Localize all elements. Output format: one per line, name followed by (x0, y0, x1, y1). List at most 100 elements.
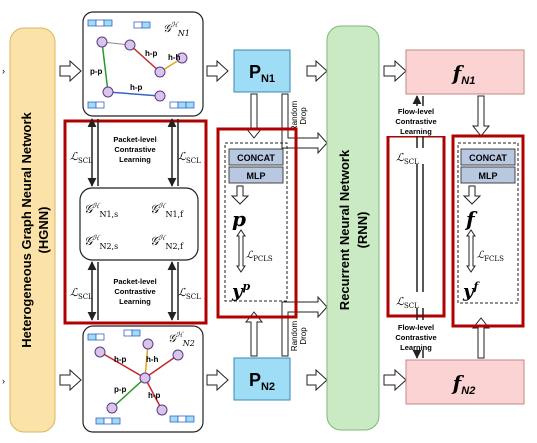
arrow-rnn-to-fn1 (383, 59, 407, 83)
hgnn-label: Heterogeneous Graph Neural Network (19, 111, 34, 347)
flow-contrastive-label-bottom-3: Learning (400, 343, 432, 352)
flow-contrastive-label-top-2: Contrastive (395, 117, 436, 126)
edge-label-hp-bottom-1: h-p (114, 355, 127, 364)
arrow-pn2-to-rnn (306, 368, 328, 392)
packet-concat-box (228, 148, 284, 166)
rnn-block (326, 25, 380, 431)
packet-contrastive-label-bottom-1: Packet-level (113, 277, 156, 286)
feature-bars-top (87, 19, 195, 109)
flow-vector-f: f (464, 207, 478, 231)
graph-node (94, 346, 106, 358)
packet-output-yp: 𝒚p (231, 280, 250, 302)
flow-contrastive-label-top-3: Learning (400, 127, 432, 136)
graph-node (142, 338, 154, 350)
flow-contrastive-label-top-1: Flow-level (398, 107, 434, 116)
loss-scl-left-bottom: ℒSCL (70, 286, 93, 301)
arrow-pn2-to-packet-head (244, 311, 264, 357)
arrow-hgnn-to-bottom-graph (59, 368, 82, 392)
edge-label-hh-top: h-h (168, 53, 181, 62)
random-drop-connector-bottom (281, 295, 328, 357)
loss-pcls: ℒPCLS (246, 250, 273, 263)
arrow-mlp-to-p (230, 185, 250, 205)
edge-label-hp-top-1: h-p (145, 49, 158, 58)
packet-contrastive-highlight (63, 119, 208, 325)
flow-mlp-label: MLP (479, 171, 498, 181)
packet-contrastive-label-top-3: Learning (119, 155, 151, 164)
graph-node (139, 372, 151, 384)
edge-label-pp-top: p-p (90, 67, 103, 76)
arrow-top-graph-to-pn1 (206, 59, 229, 83)
edge-label-pp-bottom: p-p (114, 385, 127, 394)
edge-label-hh-bottom: h-h (146, 355, 159, 364)
flow-contrastive-label-bottom-2: Contrastive (395, 333, 436, 342)
pn2-node (233, 357, 291, 401)
packet-contrastive-label-top-1: Packet-level (113, 135, 156, 144)
feature-bars-bottom (87, 329, 195, 425)
loss-scl-left-top: ℒSCL (70, 150, 93, 165)
input-tick-bottom: › (2, 376, 5, 386)
loss-fcls: ℒFCLS (477, 250, 504, 263)
arrow-fn2-to-flow-head (471, 317, 491, 359)
flow-contrastive-label-bg-bottom (386, 320, 448, 350)
flow-scl-bg-top (394, 148, 440, 164)
arrow-fn1-to-flow-head (471, 95, 491, 137)
input-tick-top: › (2, 66, 5, 76)
flow-contrastive-label-bottom-1: Flow-level (398, 323, 434, 332)
fn2-node (405, 359, 525, 405)
arrow-pn1-to-rnn (306, 59, 328, 83)
packet-head-highlight (216, 127, 298, 319)
graph-node (156, 404, 168, 416)
arrow-p-to-yp (236, 229, 246, 273)
packet-contrastive-label-bottom-3: Learning (119, 297, 151, 306)
subgraph-box (79, 187, 199, 261)
pn1-node (233, 49, 291, 93)
flow-concat-box (460, 148, 516, 166)
edge-label-hp-top-2: h-p (130, 83, 143, 92)
graph-node (106, 402, 118, 414)
packet-contrastive-label-top-2: Contrastive (114, 145, 155, 154)
random-drop-bottom-1: Random (290, 321, 299, 352)
packet-mlp-label: MLP (247, 171, 266, 181)
arrow-hgnn-to-top-graph (59, 59, 82, 83)
arrow-f-to-yf (466, 229, 476, 273)
rnn-label: Recurrent Neural Network (337, 149, 352, 310)
random-drop-top-2: Drop (299, 107, 308, 125)
flow-head-dashed (457, 142, 519, 304)
edge-label-hp-bottom-2: h-p (148, 391, 161, 400)
packet-contrastive-label-bottom-2: Contrastive (114, 287, 155, 296)
flow-contrastive-label-bg-top (386, 106, 448, 136)
random-drop-bottom-2: Drop (299, 327, 308, 345)
graph-node (154, 90, 166, 102)
loss-scl-right-top: ℒSCL (178, 150, 201, 165)
rnn-abbrev: (RNN) (355, 212, 370, 249)
loss-scl-right-bottom: ℒSCL (178, 286, 201, 301)
graph-node (154, 66, 166, 78)
flow-mlp-box (460, 166, 516, 184)
random-drop-top-1: Random (290, 101, 299, 132)
graph-node (102, 86, 114, 98)
hgnn-abbrev: (HGNN) (36, 207, 51, 254)
random-drop-connector-top (281, 93, 328, 155)
graph-node (172, 349, 184, 361)
graph-node (124, 39, 136, 51)
flow-concat-label: CONCAT (469, 153, 507, 163)
packet-mlp-box (228, 166, 284, 184)
flow-output-yf: 𝒚f (462, 280, 480, 302)
arrow-bottom-graph-to-pn2 (206, 368, 229, 392)
fn1-node (405, 49, 525, 95)
graph-node (176, 52, 188, 64)
arrow-pn1-to-packet-head (244, 93, 264, 139)
packet-vector-p: p (232, 207, 246, 231)
graph-node (96, 36, 108, 48)
packet-scl-arrows (87, 118, 179, 321)
packet-head-dashed (224, 142, 288, 302)
arrow-rnn-to-fn2 (383, 368, 407, 392)
flow-scl-bg-bottom (394, 292, 440, 308)
hgnn-block (9, 27, 56, 433)
arrow-mlp-to-f (462, 185, 482, 205)
packet-concat-label: CONCAT (237, 153, 275, 163)
flow-head-highlight (451, 134, 525, 328)
bottom-graph-edges (99, 343, 179, 411)
